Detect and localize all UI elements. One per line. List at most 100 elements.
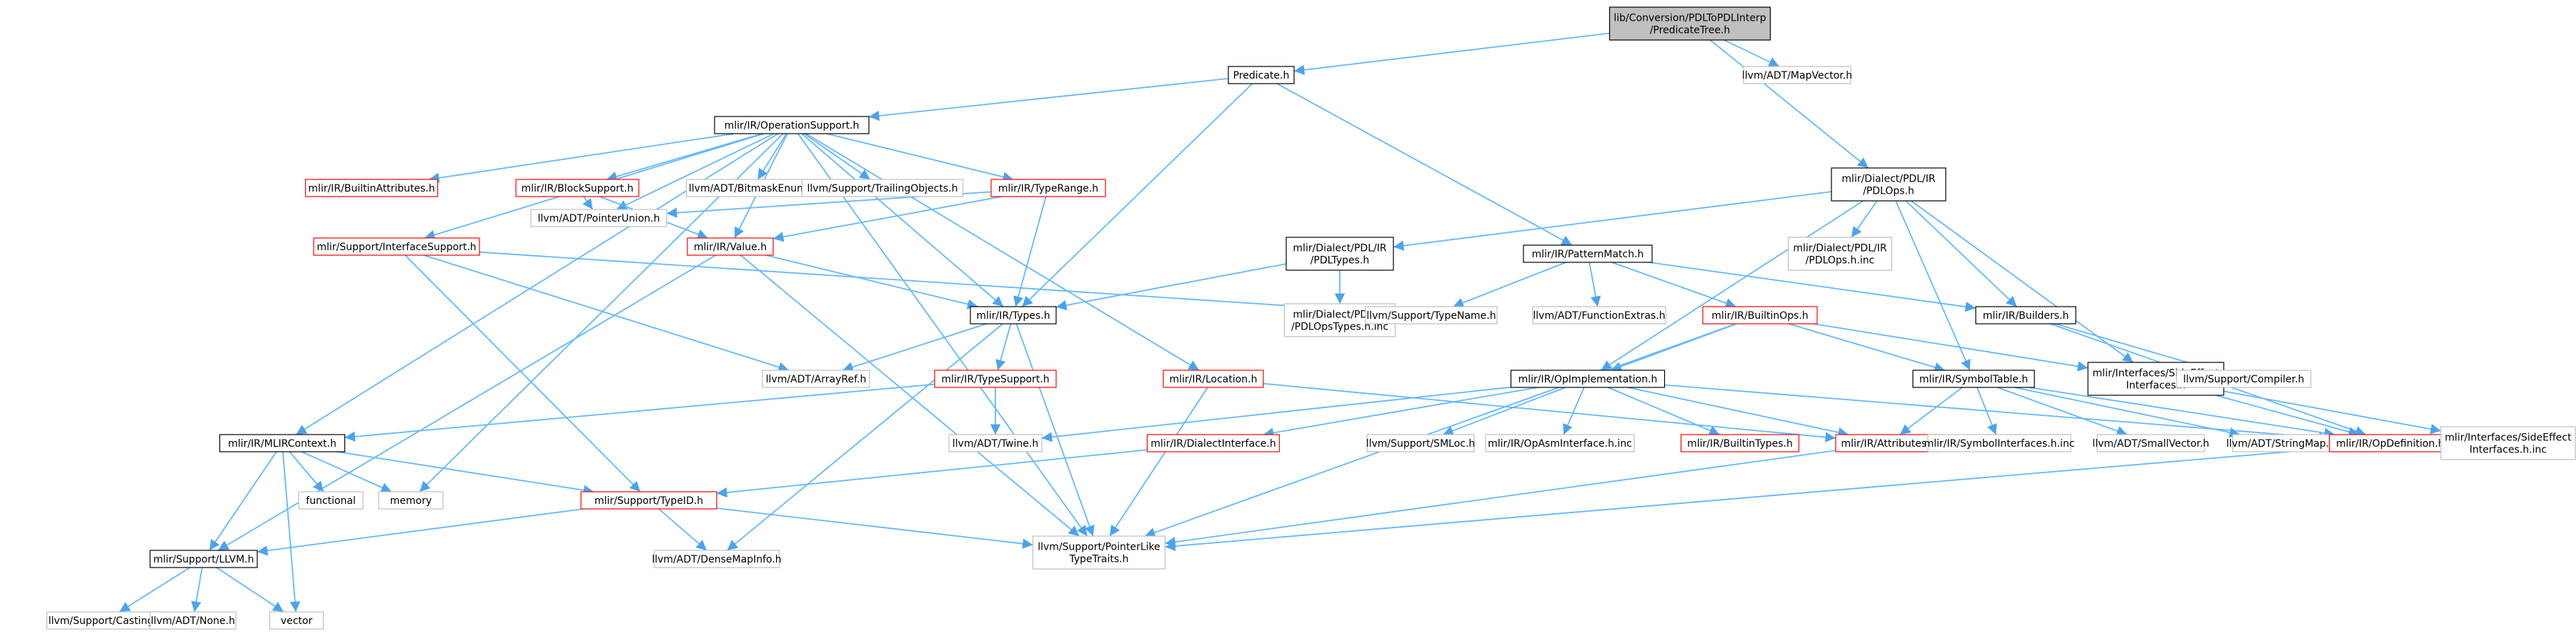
node-builtintypes[interactable]: mlir/IR/BuiltinTypes.h [1680,434,1800,452]
node-box [2097,434,2205,452]
node-builtinops[interactable]: mlir/IR/BuiltinOps.h [1702,306,1818,325]
node-bitmaskenum[interactable]: llvm/ADT/BitmaskEnum.h [685,179,820,197]
node-box [1975,306,2077,325]
node-ifacesupport[interactable]: mlir/Support/InterfaceSupport.h [313,237,480,256]
edge-opsupport-to-types [801,133,1004,307]
node-label: mlir/IR/SymbolTable.h [1919,374,2028,385]
edge-types-to-typesupport [995,323,1012,371]
node-memory[interactable]: memory [378,491,444,510]
node-builders[interactable]: mlir/IR/Builders.h [1975,306,2077,325]
node-smloc[interactable]: llvm/Support/SMLoc.h [1366,434,1476,452]
node-box [2176,370,2312,388]
node-label: /PDLTypes.h [1311,255,1370,267]
node-mapvector[interactable]: llvm/ADT/MapVector.h [1742,66,1852,84]
edge-opimpl-to-opdefinition [1664,384,2330,443]
node-typesupport[interactable]: mlir/IR/TypeSupport.h [934,370,1057,388]
node-mlircontext[interactable]: mlir/IR/MLIRContext.h [219,434,346,452]
edge-llvmh-to-casting [119,567,191,613]
edge-mlircontext-to-typeid [337,451,595,495]
node-symifaceinc[interactable]: mlir/IR/SymbolInterfaces.h.inc [1924,434,2075,452]
node-pdlops[interactable]: mlir/Dialect/PDL/IR/PDLOps.h [1831,167,1946,202]
node-stringmap[interactable]: llvm/ADT/StringMap.h [2227,434,2336,452]
edge-pdlops-to-opimpl [1601,200,1864,371]
node-label: mlir/Support/TypeID.h [595,495,703,507]
node-box [762,370,870,388]
node-typename[interactable]: llvm/Support/TypeName.h [1365,306,1498,325]
node-none[interactable]: llvm/ADT/None.h [149,611,237,630]
node-label: memory [390,495,432,507]
node-trailingobj[interactable]: llvm/Support/TrailingObjects.h [801,179,964,197]
node-box [1163,370,1264,388]
node-box [515,179,640,197]
node-label: llvm/ADT/None.h [151,615,235,627]
node-functionextras[interactable]: llvm/ADT/FunctionExtras.h [1532,306,1666,325]
edge-blocksupport-to-pointerunion [582,196,594,210]
edge-opsupport-to-location [805,133,1200,371]
node-opimpl[interactable]: mlir/IR/OpImplementation.h [1510,370,1666,388]
edge-builtinops-to-pointerlike [1144,323,1736,538]
node-functional[interactable]: functional [298,491,364,510]
node-label: /PDLOpsTypes.h.inc [1291,322,1388,333]
edge-value-to-types [765,254,978,309]
node-opsupport[interactable]: mlir/IR/OperationSupport.h [714,116,870,134]
node-opasminc[interactable]: mlir/IR/OpAsmInterface.h.inc [1485,434,1635,452]
edge-opsupport-to-pointerunion [616,133,775,210]
node-label: mlir/IR/OpImplementation.h [1518,374,1658,385]
node-box [687,237,774,256]
node-label: mlir/IR/BuiltinTypes.h [1687,438,1793,450]
node-value[interactable]: mlir/IR/Value.h [687,237,774,256]
node-blocksupport[interactable]: mlir/IR/BlockSupport.h [515,179,640,197]
node-arrayref[interactable]: llvm/ADT/ArrayRef.h [762,370,870,388]
edge-patternmatch-to-typename [1453,262,1566,308]
node-box [1228,66,1295,84]
node-densemapinfo[interactable]: llvm/ADT/DenseMapInfo.h [652,550,782,568]
node-label: llvm/Support/TrailingObjects.h [807,183,958,194]
node-label: mlir/IR/TypeRange.h [998,183,1098,194]
node-label: mlir/IR/Location.h [1170,374,1258,385]
node-pdltypes[interactable]: mlir/Dialect/PDL/IR/PDLTypes.h [1285,237,1394,271]
node-typeid[interactable]: mlir/Support/TypeID.h [580,491,717,510]
edge-opimpl-to-twine [1041,386,1511,442]
node-box [685,179,820,197]
node-label: mlir/IR/BuiltinAttributes.h [308,183,434,194]
node-label: functional [306,495,356,507]
node-box [1532,306,1666,325]
edge-types-to-densemapinfo [727,323,1003,551]
node-label: mlir/IR/PatternMatch.h [1532,249,1644,260]
node-box [219,434,346,452]
node-box [1702,306,1818,325]
node-twine[interactable]: llvm/ADT/Twine.h [948,434,1043,452]
node-opdefinition[interactable]: mlir/IR/OpDefinition.h [2329,434,2452,452]
node-label: llvm/ADT/FunctionExtras.h [1533,310,1665,322]
node-box [1485,434,1635,452]
edge-sideeffect-to-sideeffectinc [2223,390,2442,435]
node-builtinattr[interactable]: mlir/IR/BuiltinAttributes.h [304,179,439,197]
node-location[interactable]: mlir/IR/Location.h [1163,370,1264,388]
node-label: mlir/IR/Value.h [694,242,767,253]
edge-predicate-to-types [1021,83,1253,307]
node-typerange[interactable]: mlir/IR/TypeRange.h [990,179,1106,197]
node-compiler[interactable]: llvm/Support/Compiler.h [2176,370,2312,388]
node-label: mlir/IR/OpDefinition.h [2336,438,2444,450]
node-label: llvm/ADT/DenseMapInfo.h [652,554,781,565]
node-casting[interactable]: llvm/Support/Casting.h [46,611,166,630]
node-llvmh[interactable]: mlir/Support/LLVM.h [149,550,258,568]
edge-llvmh-to-vector [216,567,284,613]
node-patternmatch[interactable]: mlir/IR/PatternMatch.h [1523,244,1653,263]
node-symboltable[interactable]: mlir/IR/SymbolTable.h [1912,370,2035,388]
node-predicate[interactable]: Predicate.h [1228,66,1295,84]
node-pointerunion[interactable]: llvm/ADT/PointerUnion.h [530,209,667,227]
node-dialectiface[interactable]: mlir/IR/DialectInterface.h [1146,434,1280,452]
node-vector[interactable]: vector [269,611,324,630]
node-pdlopstypesinc[interactable]: mlir/Dialect/PDL/IR/PDLOpsTypes.h.inc [1283,303,1396,337]
node-sideeffectinc[interactable]: mlir/Interfaces/SideEffectInterfaces.h.i… [2440,426,2576,460]
node-smallvector[interactable]: llvm/ADT/SmallVector.h [2092,434,2209,452]
node-box [269,611,324,630]
edge-root-to-mapvector [1724,39,1780,67]
edge-opimpl-to-builtintypes [1608,387,1720,436]
node-types[interactable]: mlir/IR/Types.h [970,306,1057,325]
node-pdlopsinc[interactable]: mlir/Dialect/PDL/IR/PDLOps.h.inc [1787,237,1893,271]
edge-root-to-pdlops [1709,39,1869,169]
node-box [46,611,166,630]
